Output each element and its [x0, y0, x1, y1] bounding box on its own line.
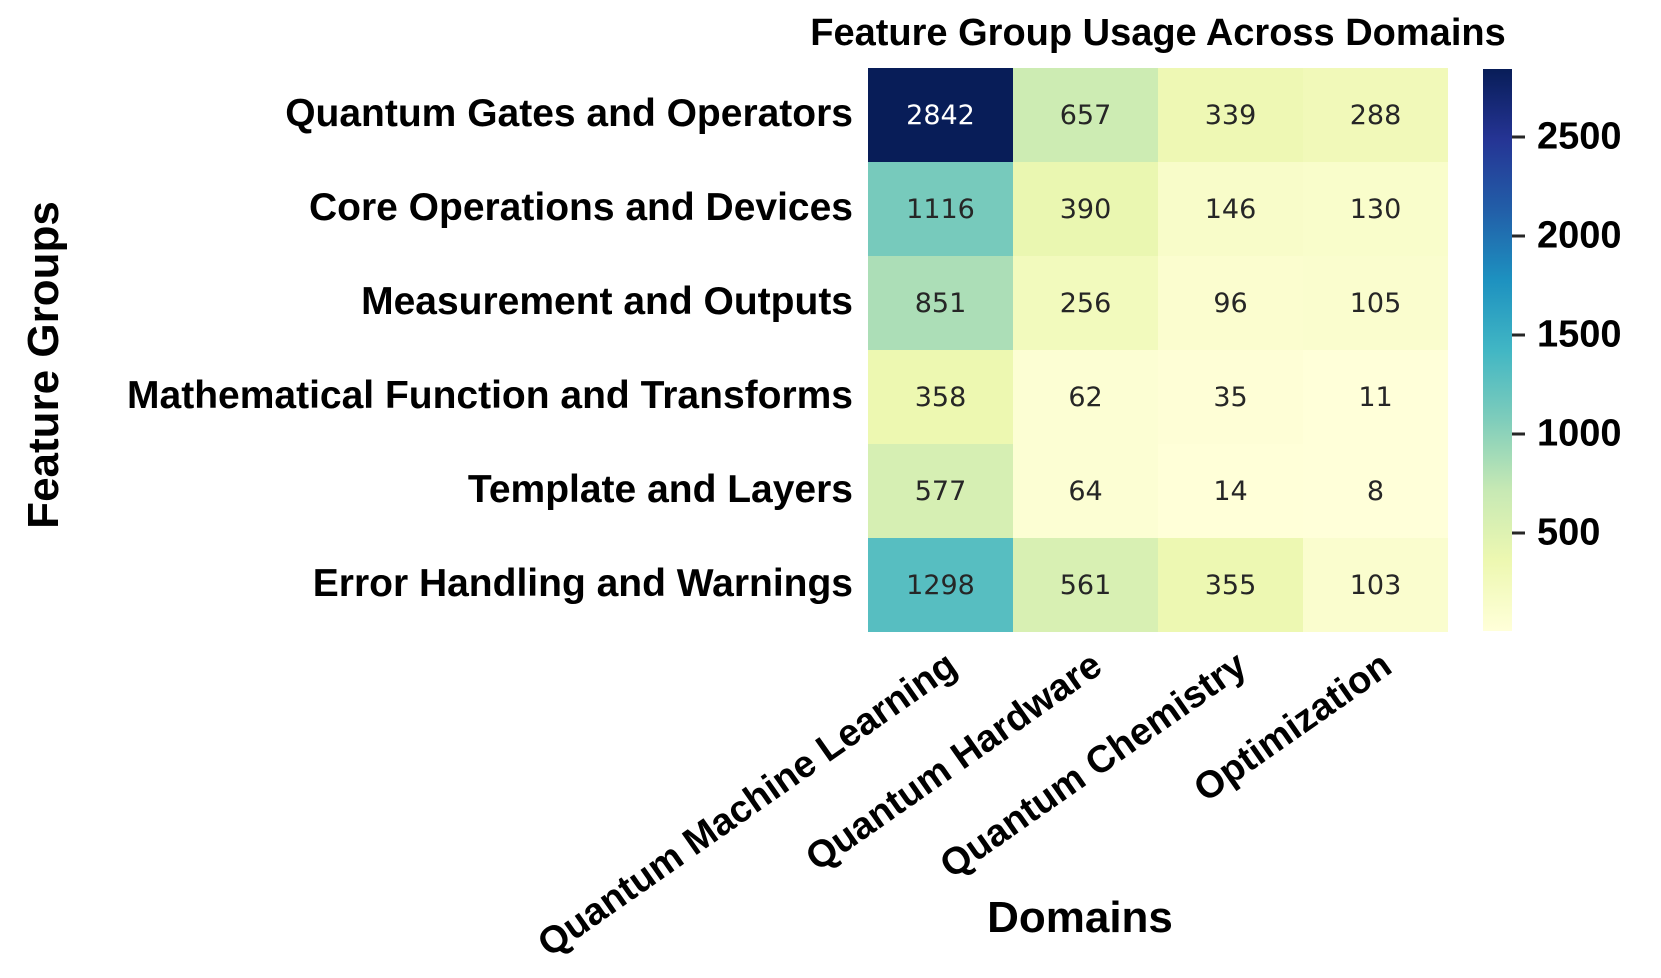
heatmap-cell: 288 [1303, 68, 1448, 162]
y-tick-label: Mathematical Function and Transforms [127, 374, 853, 418]
heatmap-cell: 355 [1158, 538, 1303, 632]
heatmap-cell: 256 [1013, 256, 1158, 350]
heatmap-cell: 657 [1013, 68, 1158, 162]
cell-value: 577 [914, 475, 967, 507]
cell-value: 8 [1366, 475, 1385, 507]
cell-value: 2842 [906, 99, 975, 131]
cell-value: 105 [1349, 287, 1402, 319]
colorbar-tick-mark [1512, 234, 1525, 238]
colorbar-tick-mark [1512, 531, 1525, 535]
cell-value: 358 [914, 381, 967, 413]
heatmap-cell: 390 [1013, 162, 1158, 256]
heatmap-cell: 103 [1303, 538, 1448, 632]
cell-value: 657 [1059, 99, 1112, 131]
heatmap-cell: 561 [1013, 538, 1158, 632]
heatmap-cell: 62 [1013, 350, 1158, 444]
y-tick-label: Error Handling and Warnings [312, 562, 853, 606]
heatmap-cell: 130 [1303, 162, 1448, 256]
cell-value: 561 [1059, 569, 1112, 601]
heatmap-cell: 11 [1303, 350, 1448, 444]
heatmap-cell: 1298 [868, 538, 1013, 632]
heatmap-cell: 339 [1158, 68, 1303, 162]
colorbar-tick-label: 2500 [1537, 115, 1622, 158]
colorbar-tick-label: 500 [1537, 511, 1601, 554]
chart-title: Feature Group Usage Across Domains [810, 12, 1506, 54]
cell-value: 256 [1059, 287, 1112, 319]
colorbar [1483, 69, 1512, 631]
colorbar-tick-mark [1512, 333, 1525, 337]
cell-value: 146 [1204, 193, 1257, 225]
heatmap-cell: 105 [1303, 256, 1448, 350]
heatmap-cell: 358 [868, 350, 1013, 444]
cell-value: 35 [1213, 381, 1248, 413]
heatmap-cell: 14 [1158, 444, 1303, 538]
cell-value: 1116 [906, 193, 975, 225]
heatmap-cell: 8 [1303, 444, 1448, 538]
cell-value: 355 [1204, 569, 1257, 601]
colorbar-tick-mark [1512, 432, 1525, 436]
colorbar-tick-mark [1512, 135, 1525, 139]
cell-value: 851 [914, 287, 967, 319]
colorbar-tick-label: 2000 [1537, 214, 1622, 257]
cell-value: 339 [1204, 99, 1257, 131]
cell-value: 288 [1349, 99, 1402, 131]
colorbar-tick-label: 1000 [1537, 412, 1622, 455]
y-tick-label: Template and Layers [467, 468, 853, 512]
heatmap-cell: 577 [868, 444, 1013, 538]
heatmap-cell: 35 [1158, 350, 1303, 444]
y-tick-label: Core Operations and Devices [308, 186, 853, 230]
cell-value: 130 [1349, 193, 1402, 225]
heatmap-cell: 2842 [868, 68, 1013, 162]
cell-value: 103 [1349, 569, 1402, 601]
cell-value: 64 [1068, 475, 1103, 507]
heatmap-cell: 1116 [868, 162, 1013, 256]
y-tick-label: Measurement and Outputs [361, 280, 853, 324]
cell-value: 62 [1068, 381, 1103, 413]
cell-value: 390 [1059, 193, 1112, 225]
heatmap-cell: 64 [1013, 444, 1158, 538]
y-axis-label: Feature Groups [19, 201, 68, 529]
heatmap-cell: 851 [868, 256, 1013, 350]
cell-value: 14 [1213, 475, 1248, 507]
cell-value: 96 [1213, 287, 1248, 319]
x-axis-label: Domains [987, 893, 1173, 942]
cell-value: 11 [1358, 381, 1393, 413]
heatmap-cell: 146 [1158, 162, 1303, 256]
heatmap-cell: 96 [1158, 256, 1303, 350]
y-tick-label: Quantum Gates and Operators [285, 92, 853, 136]
colorbar-tick-label: 1500 [1537, 313, 1622, 356]
cell-value: 1298 [906, 569, 975, 601]
